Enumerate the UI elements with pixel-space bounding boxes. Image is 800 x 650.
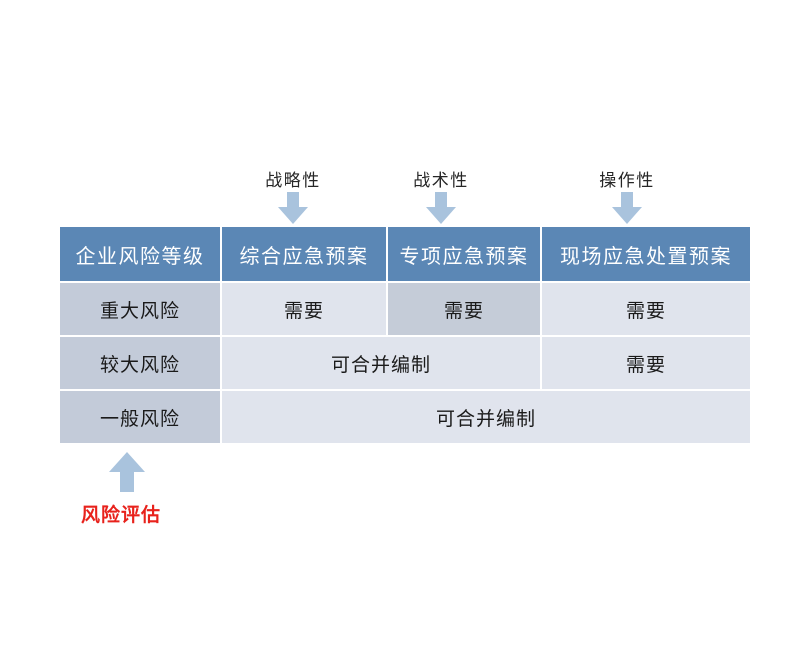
matrix-cell: 需要 — [542, 337, 750, 389]
arrow-head — [109, 452, 145, 472]
arrow-shaft — [120, 471, 134, 492]
down-arrow-icon-1 — [426, 192, 456, 224]
risk-level-cell: 较大风险 — [60, 337, 220, 389]
arrow-head — [612, 207, 642, 224]
arrow-head — [426, 207, 456, 224]
column-header-0: 企业风险等级 — [60, 227, 220, 281]
risk-level-cell: 一般风险 — [60, 391, 220, 443]
emergency-plan-matrix: 企业风险等级综合应急预案专项应急预案现场应急处置预案重大风险需要需要需要较大风险… — [58, 225, 752, 445]
column-header-2: 专项应急预案 — [388, 227, 540, 281]
annotation-label-1: 战术性 — [413, 171, 469, 191]
down-arrow-icon-0 — [278, 192, 308, 224]
table-row: 一般风险可合并编制 — [60, 391, 750, 443]
table-row: 重大风险需要需要需要 — [60, 283, 750, 335]
annotation-label-2: 操作性 — [599, 171, 655, 191]
matrix-cell: 需要 — [222, 283, 386, 335]
matrix-cell: 需要 — [388, 283, 540, 335]
column-header-3: 现场应急处置预案 — [542, 227, 750, 281]
arrow-head — [278, 207, 308, 224]
column-header-1: 综合应急预案 — [222, 227, 386, 281]
matrix-cell: 需要 — [542, 283, 750, 335]
arrow-shaft — [287, 192, 299, 208]
risk-assessment-label: 风险评估 — [80, 504, 162, 526]
table-row: 较大风险可合并编制需要 — [60, 337, 750, 389]
annotation-label-0: 战略性 — [265, 171, 321, 191]
table-header-row: 企业风险等级综合应急预案专项应急预案现场应急处置预案 — [60, 227, 750, 281]
arrow-shaft — [435, 192, 447, 208]
matrix-cell: 可合并编制 — [222, 337, 540, 389]
risk-assessment-up-arrow-icon — [109, 452, 145, 492]
down-arrow-icon-2 — [612, 192, 642, 224]
risk-level-cell: 重大风险 — [60, 283, 220, 335]
matrix-cell: 可合并编制 — [222, 391, 750, 443]
arrow-shaft — [621, 192, 633, 208]
